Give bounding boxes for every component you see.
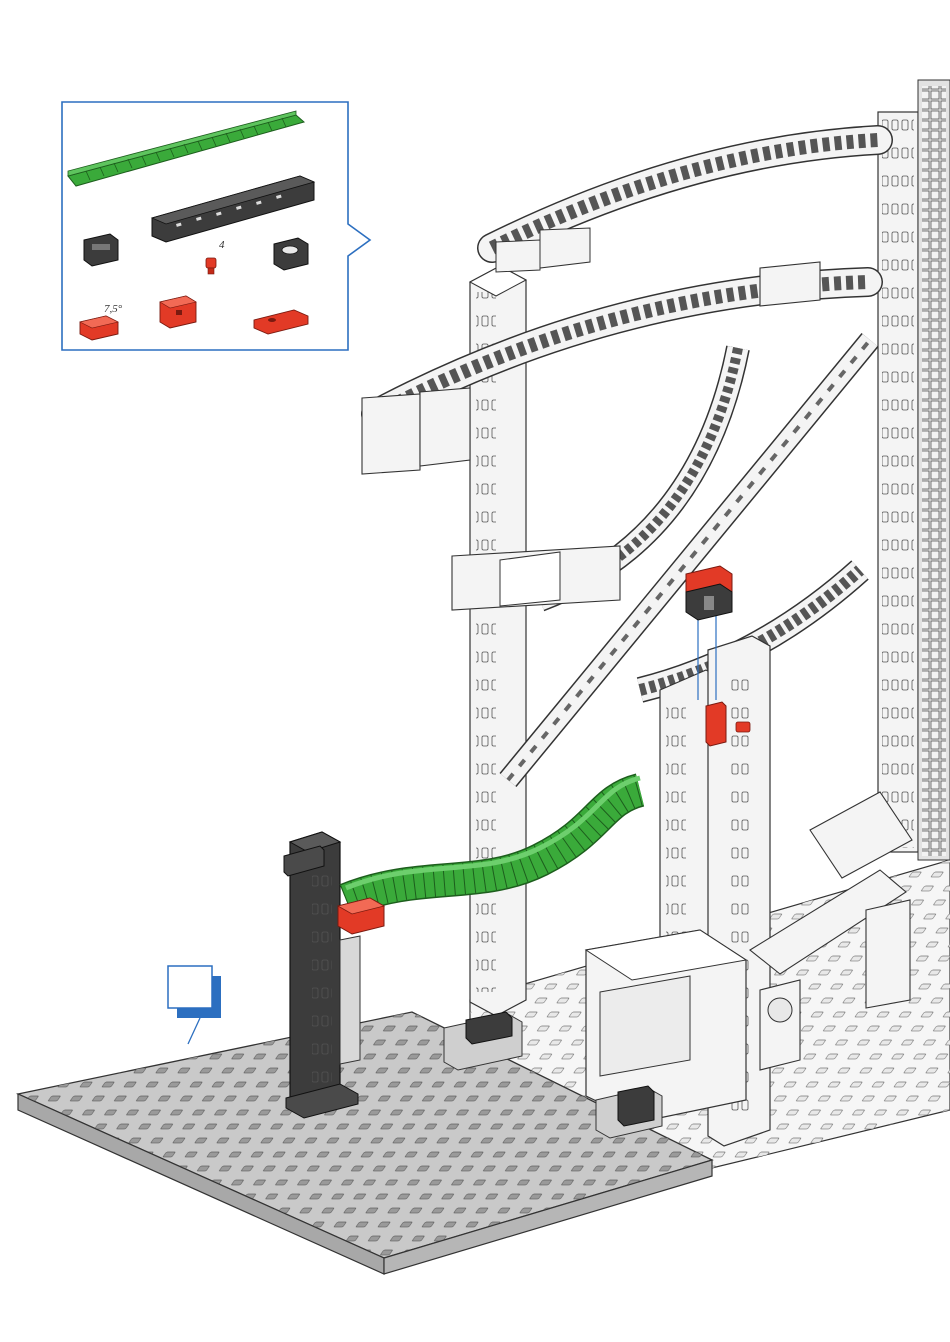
black-clip-part (84, 234, 118, 266)
qty-connector-label: 4 (219, 239, 225, 251)
angle-label: 7,5° (104, 303, 123, 315)
step-badge (168, 966, 221, 1044)
badge-pointer (188, 1018, 200, 1044)
inner-tower (586, 636, 770, 1146)
black-socket-part (274, 238, 308, 270)
right-tower-column (878, 80, 950, 860)
red-cube-part (160, 296, 196, 328)
red-track-holder (338, 898, 384, 934)
top-curved-rail (492, 140, 878, 272)
middle-cross-beam (452, 546, 620, 610)
parts-callout: 4 7,5° (62, 102, 370, 350)
